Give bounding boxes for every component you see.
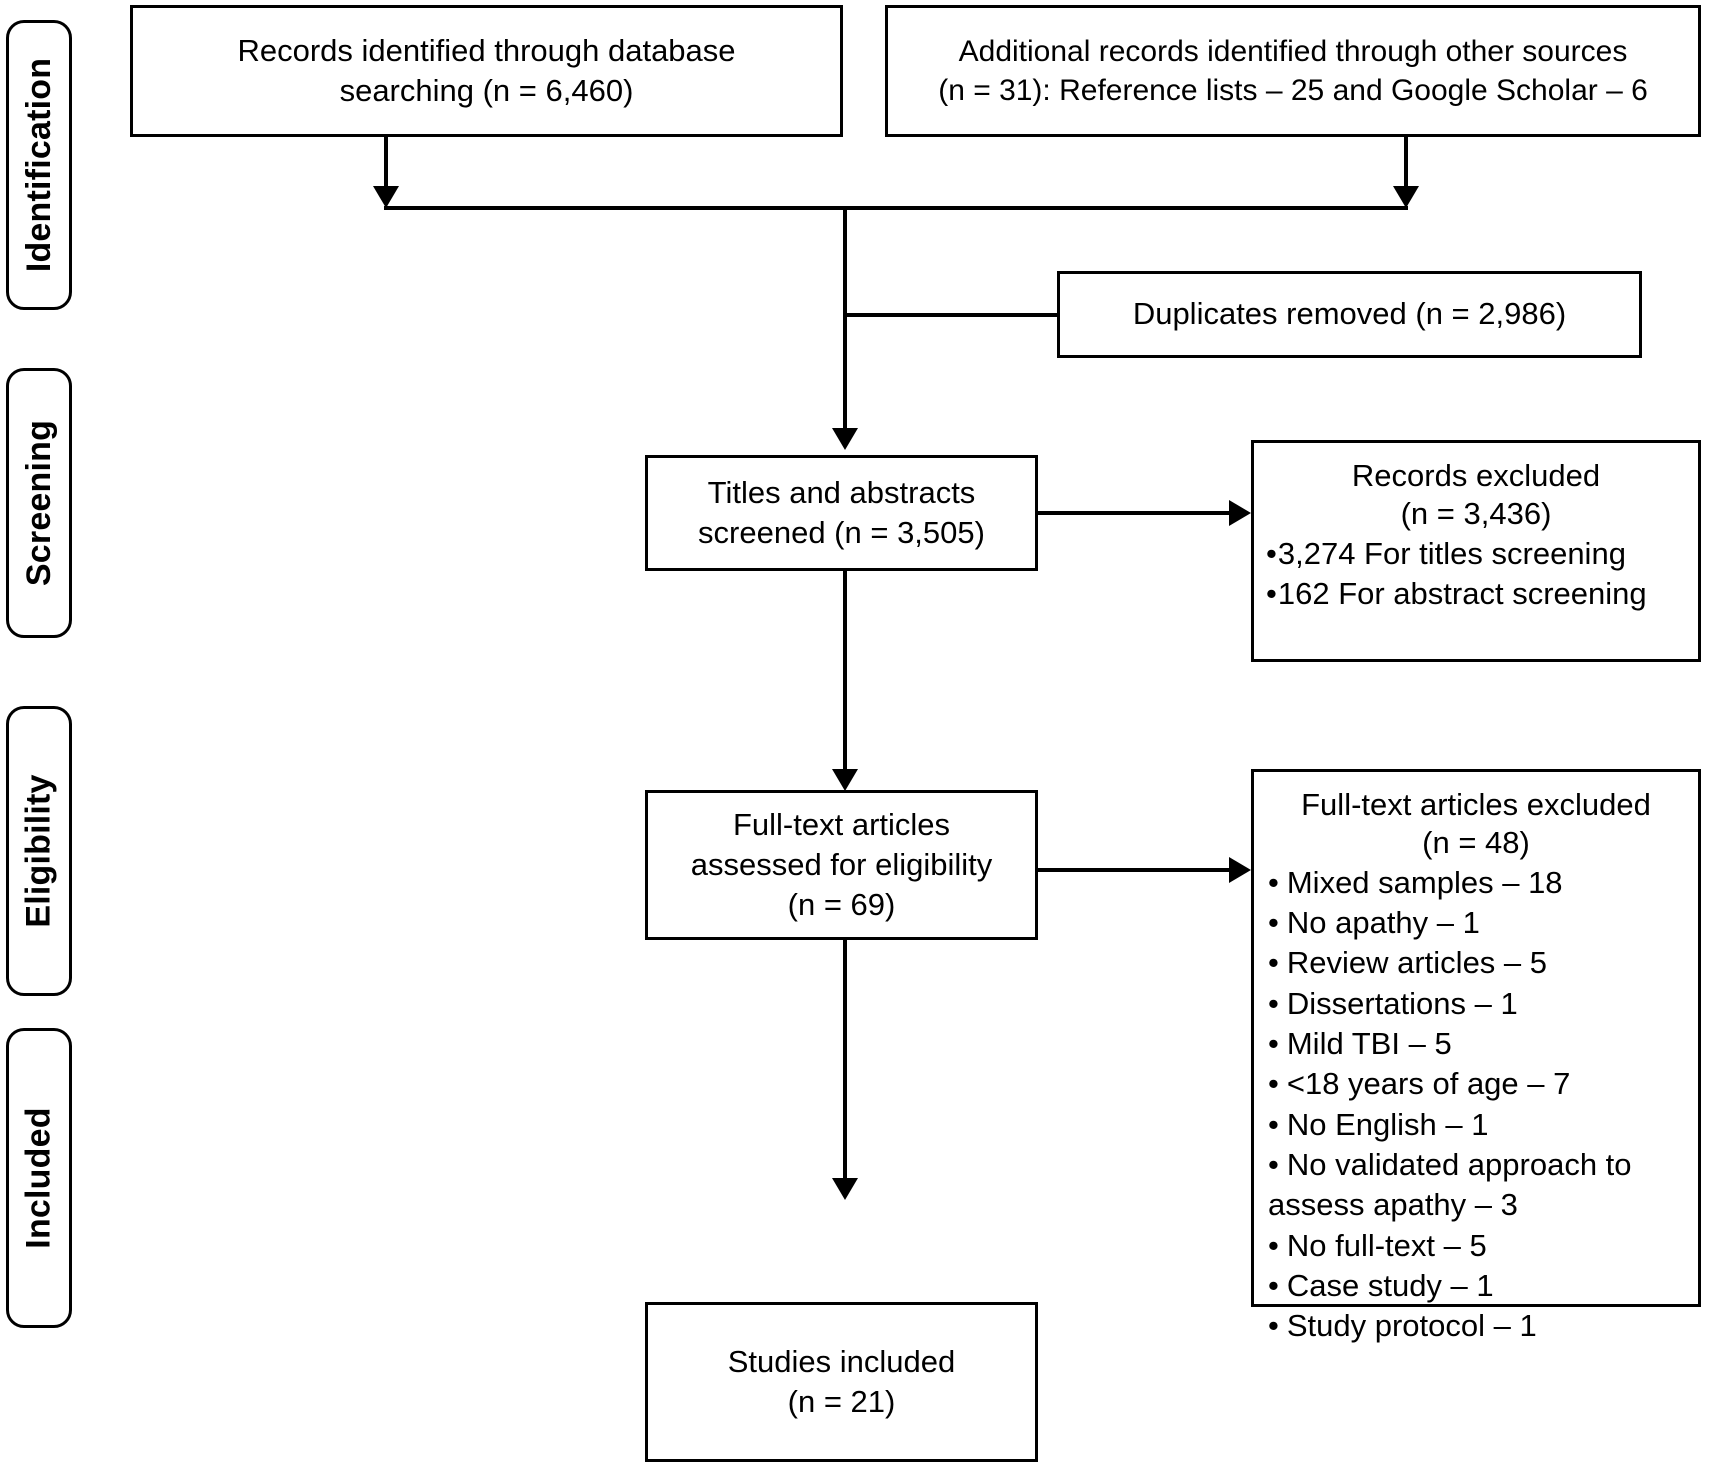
- connector-assessed-to-fulltext-excluded-arrowhead: [1229, 857, 1251, 883]
- list-item-label: No full-text – 5: [1286, 1227, 1487, 1263]
- connector-screening-to-eligibility-trunk: [843, 571, 847, 769]
- connector-db-to-merge-arrowhead: [373, 186, 399, 208]
- box-fulltext-assessed-line3: (n = 69): [787, 887, 896, 923]
- list-item-label: Review articles – 5: [1286, 945, 1548, 981]
- list-item-label: Dissertations – 1: [1286, 985, 1518, 1021]
- box-fulltext-excluded-list: •Mixed samples – 18 •No apathy – 1 •Revi…: [1264, 863, 1688, 1347]
- bullet-glyph: •: [1266, 535, 1277, 571]
- phase-label-included: Included: [6, 1028, 72, 1328]
- list-item: •Study protocol – 1: [1264, 1306, 1688, 1346]
- bullet-glyph: •: [1268, 1267, 1279, 1303]
- connector-merge-to-screening-trunk: [843, 206, 847, 428]
- list-item-label: 162 For abstract screening: [1277, 576, 1647, 612]
- box-fulltext-assessed: Full-text articles assessed for eligibil…: [645, 790, 1038, 940]
- list-item: •Mixed samples – 18: [1264, 863, 1688, 903]
- connector-assessed-to-fulltext-excluded: [1038, 868, 1232, 872]
- box-additional-records-other-sources-line1: Additional records identified through ot…: [958, 35, 1628, 68]
- list-item: •Dissertations – 1: [1264, 984, 1688, 1024]
- bullet-glyph: •: [1268, 1026, 1279, 1062]
- list-item: •No apathy – 1: [1264, 903, 1688, 943]
- box-duplicates-removed-line1: Duplicates removed (n = 2,986): [1132, 296, 1567, 332]
- connector-db-to-merge-vertical: [384, 137, 388, 189]
- list-item: •3,274 For titles screening: [1264, 534, 1688, 574]
- box-records-excluded: Records excluded (n = 3,436) •3,274 For …: [1251, 440, 1701, 662]
- bullet-glyph: •: [1266, 576, 1277, 612]
- list-item: •Review articles – 5: [1264, 943, 1688, 983]
- box-additional-records-other-sources-line2: (n = 31): Reference lists – 25 and Googl…: [938, 74, 1648, 107]
- phase-label-screening-text: Screening: [20, 419, 59, 587]
- bullet-glyph: •: [1268, 1227, 1279, 1263]
- list-item-label: No apathy – 1: [1286, 905, 1480, 941]
- box-records-identified-database-line1: Records identified through database: [237, 32, 736, 68]
- connector-other-to-merge-vertical: [1404, 137, 1408, 189]
- list-item-label: <18 years of age – 7: [1286, 1066, 1571, 1102]
- box-titles-abstracts-screened-line2: screened (n = 3,505): [698, 515, 985, 550]
- box-fulltext-excluded: Full-text articles excluded (n = 48) •Mi…: [1251, 769, 1701, 1343]
- box-studies-included-line1: Studies included: [727, 1343, 956, 1379]
- list-item-label: Study protocol – 1: [1286, 1308, 1537, 1344]
- phase-label-eligibility: Eligibility: [6, 706, 72, 996]
- connector-eligibility-to-included-arrowhead: [832, 1178, 858, 1200]
- phase-label-identification: Identification: [6, 20, 72, 310]
- list-item-label: Mild TBI – 5: [1286, 1026, 1452, 1062]
- box-titles-abstracts-screened-line1: Titles and abstracts: [707, 474, 976, 510]
- list-item: •Case study – 1: [1264, 1266, 1688, 1306]
- list-item: •No English – 1: [1264, 1105, 1688, 1145]
- bullet-glyph: •: [1268, 1106, 1279, 1142]
- phase-label-identification-text: Identification: [20, 57, 59, 273]
- connector-trunk-to-duplicates: [845, 313, 1059, 317]
- list-item-label: Mixed samples – 18: [1286, 864, 1563, 900]
- connector-other-to-merge-arrowhead: [1393, 186, 1419, 208]
- connector-merge-to-screening-arrowhead: [832, 428, 858, 450]
- bullet-glyph: •: [1268, 1146, 1279, 1182]
- list-item: •162 For abstract screening: [1264, 574, 1688, 614]
- list-item: •Mild TBI – 5: [1264, 1024, 1688, 1064]
- bullet-glyph: •: [1268, 864, 1279, 900]
- box-records-excluded-list: •3,274 For titles screening •162 For abs…: [1264, 534, 1688, 615]
- box-records-excluded-header-line1: Records excluded: [1351, 458, 1601, 493]
- box-fulltext-assessed-line2: assessed for eligibility: [690, 846, 993, 882]
- bullet-glyph: •: [1268, 945, 1279, 981]
- box-fulltext-excluded-header-line2: (n = 48): [1422, 825, 1530, 861]
- box-studies-included-line2: (n = 21): [787, 1384, 896, 1419]
- bullet-glyph: •: [1268, 1066, 1279, 1102]
- box-records-identified-database: Records identified through database sear…: [130, 5, 843, 137]
- phase-label-eligibility-text: Eligibility: [20, 774, 59, 928]
- connector-screened-to-excluded: [1038, 511, 1232, 515]
- connector-merge-bar: [384, 206, 1408, 210]
- list-item-label: Case study – 1: [1286, 1267, 1494, 1303]
- bullet-glyph: •: [1268, 905, 1279, 941]
- connector-screened-to-excluded-arrowhead: [1229, 500, 1251, 526]
- list-item-label: No English – 1: [1286, 1106, 1489, 1142]
- list-item: •No full-text – 5: [1264, 1226, 1688, 1266]
- list-item: •<18 years of age – 7: [1264, 1064, 1688, 1104]
- box-records-excluded-header-line2: (n = 3,436): [1400, 496, 1552, 532]
- bullet-glyph: •: [1268, 985, 1279, 1021]
- connector-eligibility-to-included-trunk: [843, 940, 847, 1178]
- box-records-identified-database-line2: searching (n = 6,460): [339, 73, 634, 108]
- box-studies-included: Studies included (n = 21): [645, 1302, 1038, 1462]
- box-duplicates-removed: Duplicates removed (n = 2,986): [1057, 271, 1642, 358]
- bullet-glyph: •: [1268, 1308, 1279, 1344]
- connector-screening-to-eligibility-arrowhead: [832, 769, 858, 791]
- phase-label-screening: Screening: [6, 368, 72, 638]
- box-additional-records-other-sources: Additional records identified through ot…: [885, 5, 1701, 137]
- list-item: •No validated approach to assess apathy …: [1264, 1145, 1688, 1226]
- list-item-label: 3,274 For titles screening: [1277, 535, 1626, 571]
- phase-label-included-text: Included: [20, 1107, 59, 1249]
- box-fulltext-excluded-header-line1: Full-text articles excluded: [1301, 787, 1651, 822]
- box-titles-abstracts-screened: Titles and abstracts screened (n = 3,505…: [645, 455, 1038, 571]
- list-item-label: No validated approach to assess apathy –…: [1268, 1146, 1632, 1223]
- box-fulltext-assessed-line1: Full-text articles: [732, 806, 951, 842]
